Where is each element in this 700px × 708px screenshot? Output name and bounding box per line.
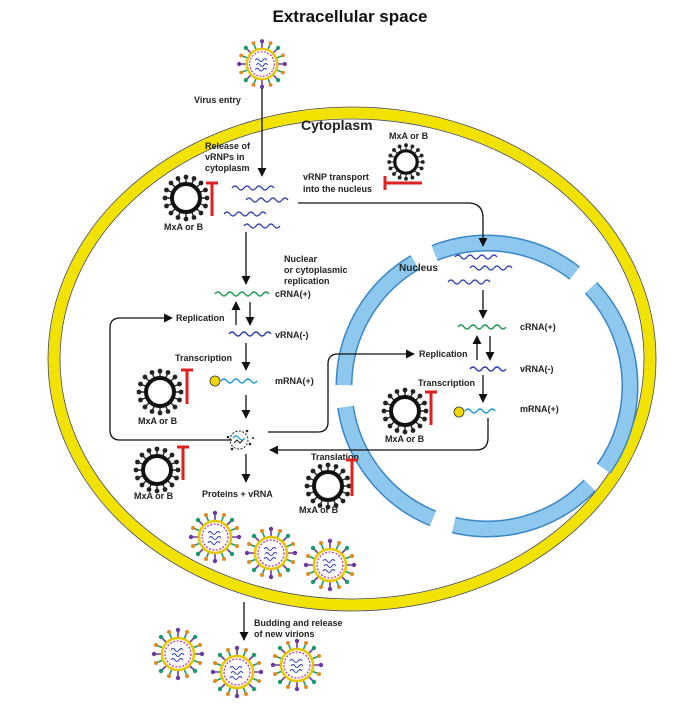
budding-label-1: Budding and release	[254, 618, 343, 628]
mx-inhibitor-cyto-transcription	[134, 366, 193, 418]
inhibition-bar-nuclear-transcription	[425, 390, 437, 425]
mx-label-translation: MxA or B	[299, 505, 339, 515]
nuclear-mrna-label: mRNA(+)	[520, 404, 559, 414]
assembling-virion-1	[187, 509, 243, 565]
released-virion-2	[209, 644, 265, 700]
nuclear-cyto-replication-label-1: Nuclear	[284, 254, 318, 264]
mx-label-transport: MxA or B	[389, 131, 429, 141]
nuclear-vrna-label: vRNA(-)	[520, 364, 554, 374]
inhibition-bar-cyto-transcription	[181, 368, 193, 404]
nuclear-transcription-label: Transcription	[418, 378, 475, 388]
vrnp-transport-label-1: vRNP transport	[303, 172, 369, 182]
released-virion-3	[269, 637, 325, 693]
nuclear-crna-label: cRNA(+)	[520, 322, 556, 332]
nucleus-label: Nucleus	[399, 263, 438, 274]
nuclear-mrna-strand	[464, 408, 496, 414]
nuclear-vrna-strand	[469, 366, 507, 372]
mx-inhibitor-transport	[383, 141, 427, 190]
cyto-replication-label: Replication	[176, 313, 225, 323]
mx-label-cyto-transcription: MxA or B	[138, 416, 178, 426]
inhibition-bar-translation	[346, 458, 358, 496]
mx-label-nuclear-transcription: MxA or B	[385, 434, 425, 444]
mx-inhibitor-translation	[302, 458, 358, 512]
arrow-to-nuclear-replication	[268, 349, 415, 433]
assembling-virion-3	[302, 537, 358, 593]
cyto-transcription-label: Transcription	[175, 353, 232, 363]
title-extracellular-space: Extracellular space	[273, 7, 428, 26]
cell-membrane-outer-line	[47, 106, 657, 612]
nuclear-cyto-replication-label-2: or cytoplasmic	[284, 265, 348, 275]
released-vrnps	[223, 185, 289, 229]
proteins-vrna-label: Proteins + vRNA	[202, 489, 273, 499]
inhibition-bar-release	[206, 181, 218, 216]
cytoplasm-label: Cytoplasm	[301, 117, 373, 133]
cyto-mrna-label: mRNA(+)	[275, 376, 314, 386]
cell-membrane	[48, 107, 656, 611]
translation-arrow	[269, 418, 489, 455]
cyto-replication-loop-arrow	[109, 313, 232, 441]
vrnp-transport-arrow	[298, 202, 488, 247]
budding-label-2: of new virions	[254, 629, 315, 639]
cell-membrane-inner-line	[59, 118, 645, 600]
release-vrnps-label-2: vRNPs in	[205, 152, 245, 162]
mx-inhibitor-nuclear-transcription	[379, 385, 437, 437]
mx-label-cyto-translation: MxA or B	[134, 491, 174, 501]
cyto-mrna-strand	[220, 378, 258, 384]
mx-label-release: MxA or B	[164, 222, 204, 232]
virus-entry-label: Virus entry	[194, 95, 241, 105]
cyto-vrna-strand	[228, 331, 272, 337]
released-virion-1	[150, 626, 206, 682]
nuclear-mrna-cap	[453, 406, 465, 418]
cyto-crna-strand	[214, 291, 270, 297]
vrnp-transport-label-2: into the nucleus	[303, 184, 372, 194]
assembling-virion-2	[243, 525, 299, 581]
cyto-vrna-label: vRNA(-)	[275, 330, 309, 340]
ribosome-icon	[226, 429, 254, 451]
mx-inhibitor-release	[160, 172, 218, 224]
nuclear-cyto-replication-label-3: replication	[284, 276, 330, 286]
cyto-mrna-cap	[209, 375, 221, 387]
inhibition-bar-transport	[383, 176, 422, 190]
virion-entering	[235, 37, 289, 91]
nuclear-crna-strand	[457, 324, 507, 330]
nucleus	[335, 234, 639, 538]
inhibition-bar-cyto-translation	[177, 445, 189, 480]
nuclear-replication-label: Replication	[419, 349, 468, 359]
release-vrnps-label-3: cytoplasm	[205, 163, 250, 173]
release-vrnps-label-1: Release of	[205, 141, 251, 151]
cyto-crna-label: cRNA(+)	[275, 289, 311, 299]
nuclear-vrnps	[447, 254, 513, 285]
translation-label: Translation	[311, 452, 359, 462]
mx-inhibitor-cyto-translation	[131, 444, 189, 496]
